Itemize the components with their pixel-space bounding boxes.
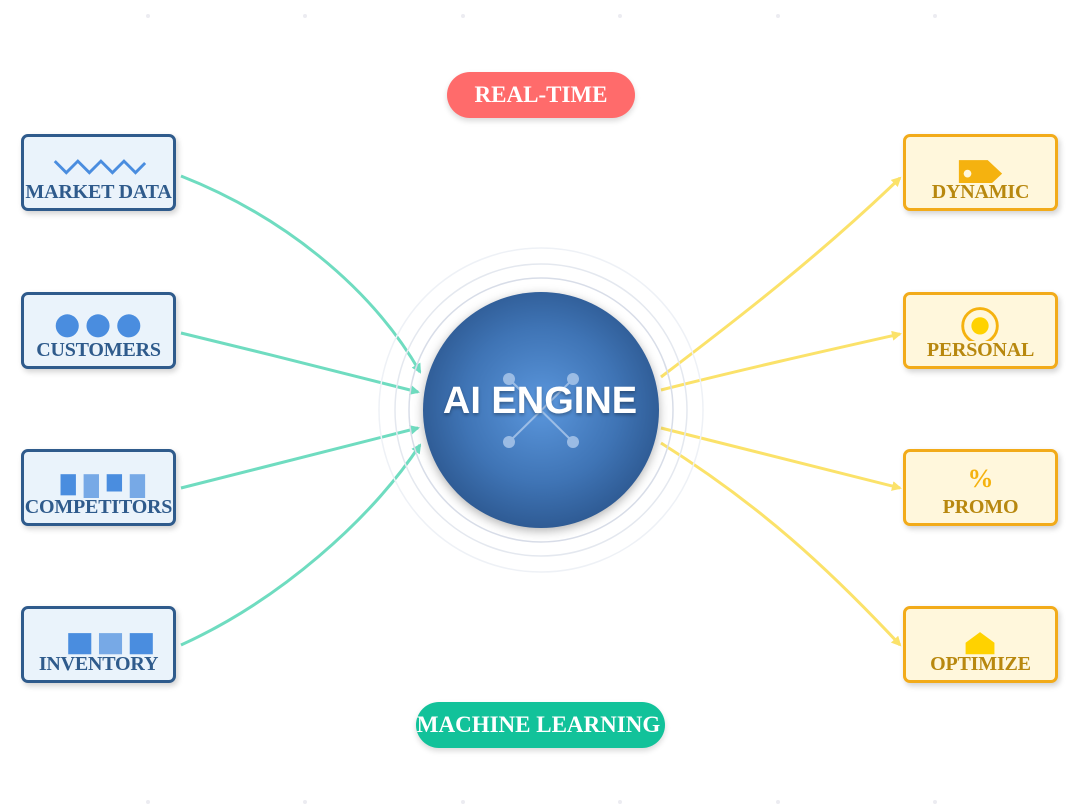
top-dot-row [0,14,1075,20]
target-icon [961,307,999,341]
input-label: INVENTORY [38,653,159,675]
bar-chart-icon [60,474,146,498]
percent-icon: % [967,464,994,493]
crown-icon [965,632,995,655]
output-connectors [660,176,902,647]
output-dynamic: DYNAMIC [903,134,1058,211]
line-chart-icon [53,159,147,175]
input-label: MARKET DATA [25,181,172,203]
boxes-icon [68,633,153,655]
input-label: CUSTOMERS [36,339,161,361]
price-tag-icon [958,160,1003,183]
neural-network-icon [503,373,579,448]
engine-halo [378,247,704,573]
machine-learning-badge: MACHINE LEARNING [416,702,665,748]
input-inventory: INVENTORY [21,606,176,683]
output-promo: % PROMO [903,449,1058,526]
output-label: PROMO [942,496,1019,518]
input-connectors [180,174,422,647]
ai-engine-label: AI ENGINE [442,380,638,422]
machine-learning-label: MACHINE LEARNING [416,712,661,737]
input-customers: CUSTOMERS [21,292,176,369]
bottom-dot-row [0,800,1075,806]
people-icon [55,314,141,338]
real-time-badge: REAL-TIME [447,72,635,118]
output-label: PERSONAL [926,339,1035,361]
output-optimize: OPTIMIZE [903,606,1058,683]
output-label: OPTIMIZE [930,653,1031,675]
output-personal: PERSONAL [903,292,1058,369]
real-time-label: REAL-TIME [474,82,608,107]
input-label: COMPETITORS [24,496,173,518]
output-label: DYNAMIC [931,181,1030,203]
input-competitors: COMPETITORS [21,449,176,526]
input-market-data: MARKET DATA [21,134,176,211]
